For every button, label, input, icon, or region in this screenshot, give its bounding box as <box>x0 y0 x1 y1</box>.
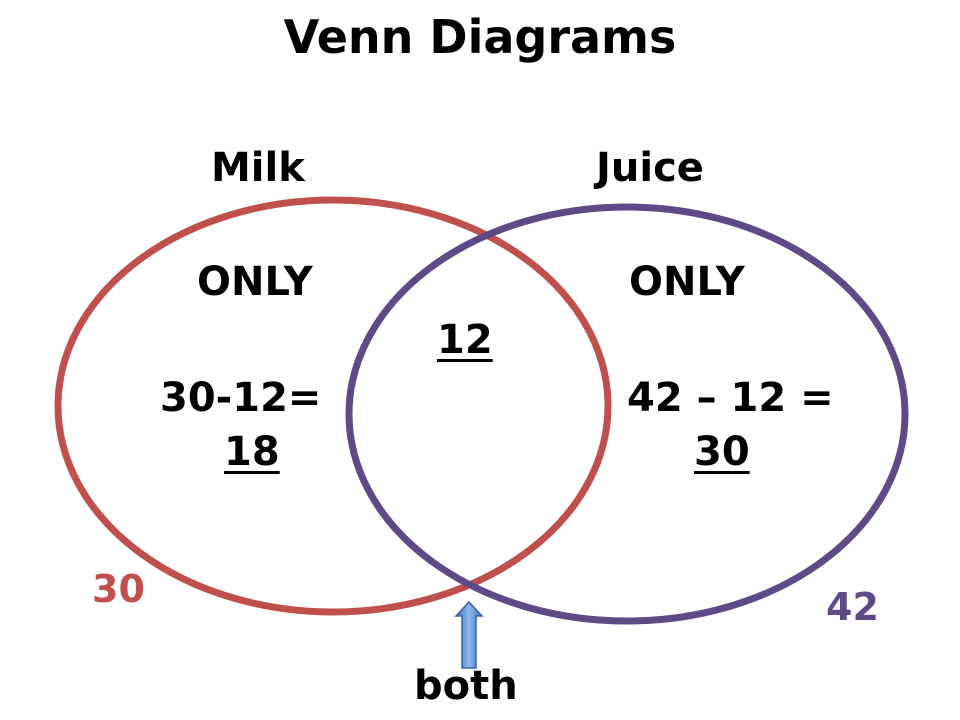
both-label: both <box>414 663 518 709</box>
juice-set-label: Juice <box>596 145 704 191</box>
both-arrow-icon <box>454 600 484 669</box>
venn-title: Venn Diagrams <box>283 10 677 64</box>
milk-set-label: Milk <box>211 145 305 191</box>
milk-circle <box>54 196 612 616</box>
juice-only-result: 30 <box>694 429 750 475</box>
intersection-value: 12 <box>437 317 493 363</box>
milk-only-label: ONLY <box>197 259 313 305</box>
juice-only-label: ONLY <box>629 259 745 305</box>
milk-only-result: 18 <box>224 429 280 475</box>
milk-total: 30 <box>92 567 145 611</box>
juice-circle <box>345 203 909 625</box>
juice-calculation: 42 – 12 = <box>627 375 834 421</box>
juice-total: 42 <box>826 585 879 629</box>
milk-calculation: 30-12= <box>160 375 322 421</box>
